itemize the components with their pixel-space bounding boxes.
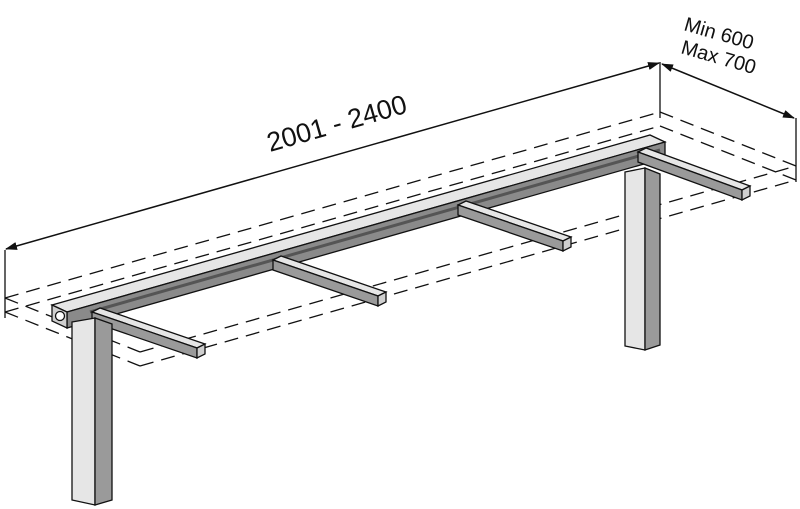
support-arm-2: [271, 255, 388, 308]
depth-dimension-arrow: [661, 63, 795, 119]
right-leg: [624, 167, 661, 351]
left-leg: [71, 317, 113, 506]
width-dimension-arrow: [5, 62, 660, 250]
cross-beam: [50, 134, 667, 330]
support-arm-1: [90, 307, 207, 360]
support-arm-3: [456, 200, 573, 253]
width-range-label: 2001 - 2400: [263, 89, 410, 158]
support-arm-4: [636, 147, 752, 202]
support-arms: [90, 147, 752, 360]
extension-lines: [4, 62, 797, 318]
